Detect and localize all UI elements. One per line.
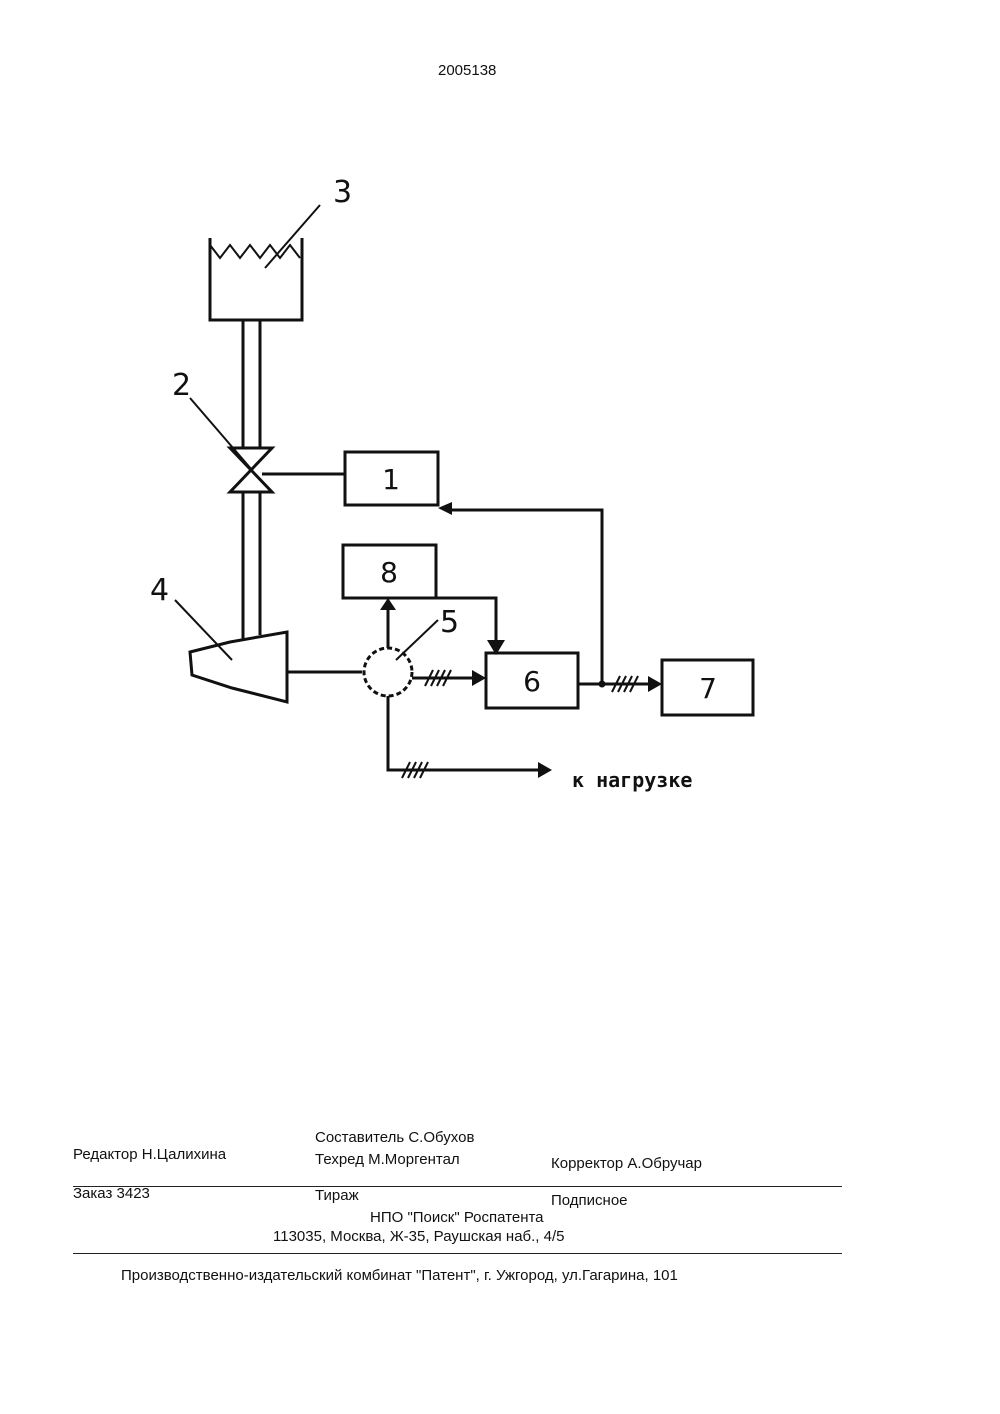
organization: НПО "Поиск" Роспатента (370, 1209, 544, 1226)
footer-rule-bottom (73, 1253, 842, 1254)
techred: Техред М.Моргентал (315, 1151, 460, 1168)
box-7-label: 7 (699, 672, 717, 705)
arrow-to-box7 (648, 676, 662, 692)
label-3: 3 (333, 175, 352, 210)
arrow-to-box8 (380, 598, 396, 610)
box-6-label: 6 (523, 665, 541, 698)
load-label: к нагрузке (572, 768, 692, 792)
pipe-upper (243, 320, 260, 448)
arrow-to-load (538, 762, 552, 778)
editor: Редактор Н.Цалихина (73, 1146, 226, 1163)
publisher: Производственно-издательский комбинат "П… (121, 1267, 678, 1284)
order-number: Заказ 3423 (73, 1185, 150, 1202)
label-5: 5 (440, 605, 459, 640)
pipe-lower (243, 492, 260, 640)
corrector: Корректор А.Обручар (551, 1155, 702, 1172)
box-1-label: 1 (382, 463, 400, 496)
turbine (175, 600, 287, 702)
compiler: Составитель С.Обухов (315, 1129, 474, 1146)
box-8-label: 8 (380, 556, 398, 589)
block-diagram: 3 2 1 4 5 8 (0, 0, 1000, 900)
arrow-to-box6 (472, 670, 486, 686)
reservoir (210, 205, 320, 320)
footer-rule-top (73, 1186, 842, 1187)
subscription: Подписное (551, 1192, 628, 1209)
circulation: Тираж (315, 1187, 359, 1204)
generator (364, 648, 412, 696)
label-4: 4 (150, 573, 169, 608)
address: 113035, Москва, Ж-35, Раушская наб., 4/5 (273, 1228, 565, 1245)
arrow-to-box1 (438, 502, 452, 515)
label-2: 2 (172, 368, 191, 403)
